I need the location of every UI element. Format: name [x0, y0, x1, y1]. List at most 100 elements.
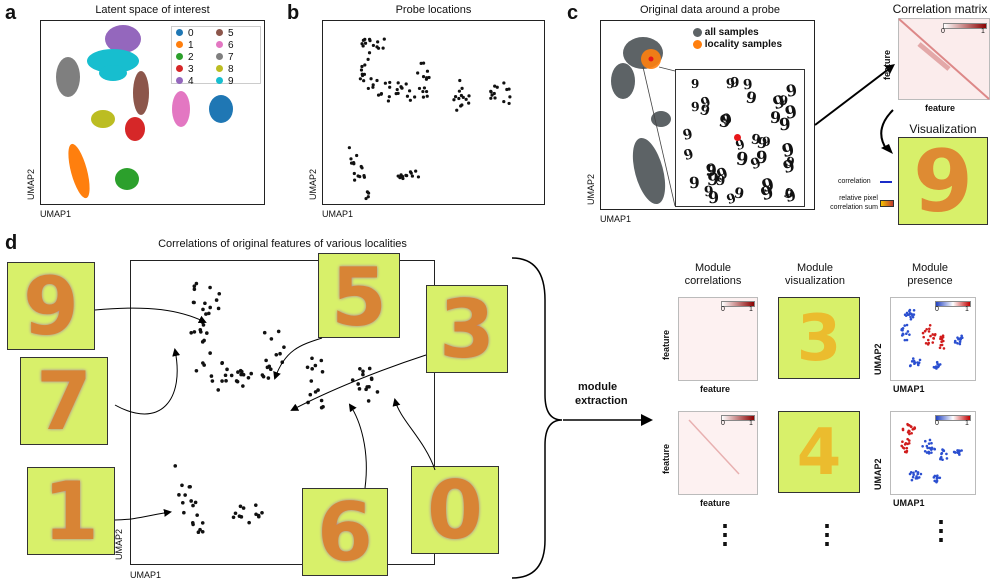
- viz-legend-rel-swatch: [880, 200, 894, 207]
- probe-point: [376, 40, 380, 44]
- probe-point: [361, 372, 365, 377]
- cbar-min: 0: [935, 306, 939, 313]
- presence-point: [953, 451, 957, 454]
- module-extraction-1: module: [578, 381, 618, 393]
- presence-point: [909, 317, 913, 321]
- cbar-max: 1: [965, 306, 969, 313]
- probe-point: [452, 98, 456, 102]
- cluster-4: [99, 65, 127, 81]
- cluster-2: [115, 168, 139, 190]
- presence-point: [929, 334, 932, 338]
- presence-point: [956, 342, 959, 345]
- probe-point: [180, 500, 185, 505]
- probe-point: [223, 373, 228, 378]
- panel-a-title: Latent space of interest: [95, 4, 210, 16]
- tile-digit-6: 6: [302, 488, 388, 576]
- presence-point: [915, 475, 918, 478]
- presence-point: [936, 474, 939, 478]
- probe-point: [376, 46, 381, 50]
- probe-point: [269, 337, 274, 341]
- sample-digit: 9: [690, 98, 701, 114]
- module-corr-2-diagonal: [688, 419, 740, 475]
- probe-point: [358, 175, 362, 179]
- module-corr-colorbar: [721, 415, 755, 421]
- probe-point: [388, 85, 392, 89]
- cbar-max: 1: [981, 28, 985, 35]
- probe-point: [361, 44, 365, 48]
- probe-point: [264, 358, 268, 363]
- probe-point: [210, 379, 215, 383]
- presence-point: [914, 477, 918, 480]
- panel-a-scatter: [56, 25, 233, 199]
- probe-point: [461, 95, 465, 100]
- module-presence-1: 0 1: [890, 297, 976, 381]
- presence-point: [941, 448, 944, 451]
- corr-matrix-title: Correlation matrix: [892, 2, 988, 16]
- probe-point: [464, 97, 468, 101]
- probe-point: [182, 510, 186, 515]
- probe-point: [189, 499, 193, 503]
- legend-item: 0: [176, 28, 216, 40]
- zoom-line-top: [658, 66, 676, 72]
- presence-point: [928, 323, 932, 327]
- probe-point: [371, 83, 375, 87]
- presence-point: [930, 441, 933, 445]
- presence-colorbar: [935, 301, 971, 307]
- module-viz-2: 4: [778, 411, 860, 493]
- presence-point: [903, 313, 907, 317]
- presence-point: [922, 335, 925, 339]
- probe-point: [268, 367, 273, 372]
- probe-point: [208, 305, 212, 310]
- legend-item: 5: [216, 28, 256, 40]
- module-presence-map: [900, 308, 964, 370]
- probe-point: [349, 157, 353, 161]
- legend-item: 3: [176, 64, 216, 76]
- presence-point: [939, 343, 943, 347]
- presence-point: [941, 458, 944, 462]
- probe-point: [421, 75, 426, 79]
- presence-point: [921, 444, 924, 448]
- probe-point: [177, 493, 181, 497]
- presence-point: [908, 333, 911, 336]
- probe-point: [369, 77, 373, 81]
- module-presence-2: 0 1: [890, 411, 976, 495]
- probe-point: [260, 373, 265, 377]
- presence-point: [933, 366, 937, 369]
- presence-ylabel: UMAP2: [873, 458, 883, 490]
- probe-point: [413, 95, 417, 99]
- legend-all-samples: all samples: [704, 27, 759, 38]
- probe-point: [266, 376, 271, 380]
- probe-point: [276, 329, 281, 334]
- presence-point: [906, 437, 909, 441]
- probe-point: [493, 84, 497, 88]
- probe-point: [208, 351, 212, 355]
- presence-point: [958, 453, 961, 456]
- presence-point: [907, 313, 911, 316]
- panel-c-arrows: [814, 64, 895, 154]
- probe-point: [490, 93, 494, 97]
- presence-point: [926, 338, 930, 342]
- probe-point: [249, 371, 254, 376]
- probe-point: [358, 366, 362, 371]
- presence-point: [908, 308, 912, 312]
- probe-point: [217, 291, 222, 296]
- presence-point: [905, 338, 909, 342]
- presence-point: [933, 447, 937, 451]
- cluster-5: [133, 71, 149, 115]
- presence-point: [938, 346, 942, 350]
- probe-point: [350, 378, 355, 382]
- col3-header-1: Module: [911, 262, 949, 274]
- probe-point: [310, 356, 314, 361]
- probe-point: [382, 37, 386, 41]
- presence-point: [940, 452, 943, 456]
- presence-point: [909, 315, 912, 319]
- probe-point: [233, 511, 238, 516]
- probe-point: [367, 366, 372, 371]
- probe-point: [200, 319, 205, 324]
- presence-point: [927, 452, 931, 455]
- presence-point: [933, 479, 937, 483]
- probe-point: [194, 281, 199, 286]
- probe-point: [362, 173, 366, 178]
- probe-point: [410, 174, 414, 178]
